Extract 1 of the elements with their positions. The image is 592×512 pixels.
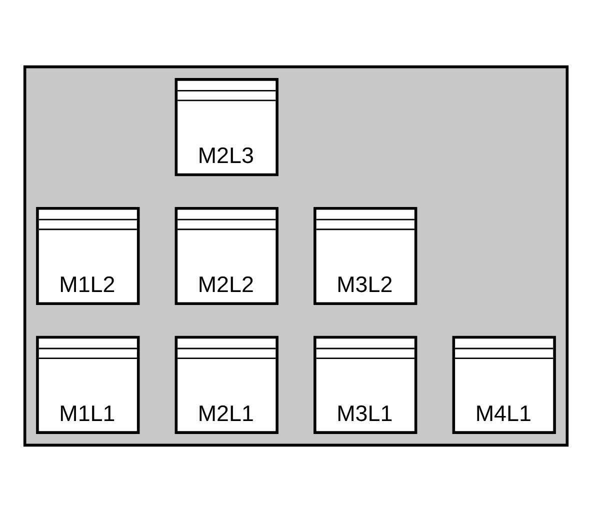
cluster bbox=[23, 65, 569, 447]
